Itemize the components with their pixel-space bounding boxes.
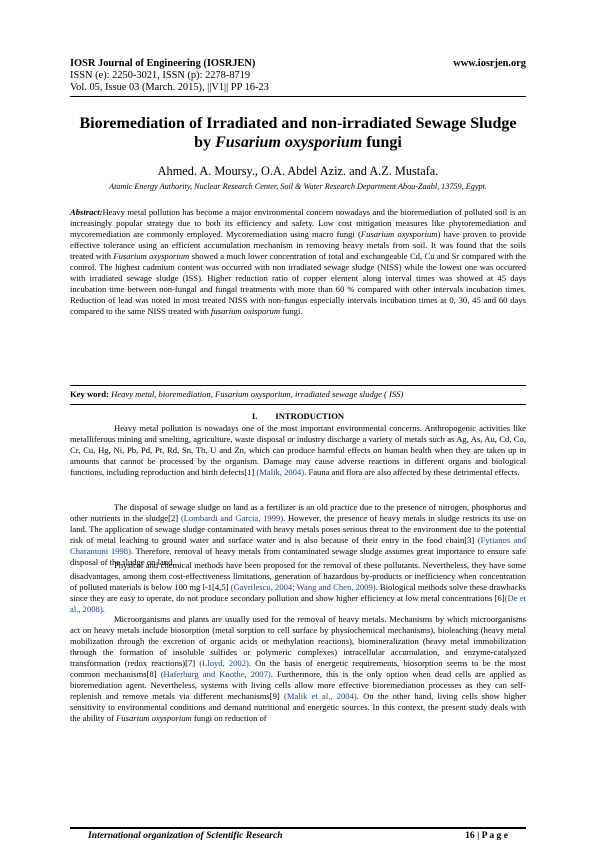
citation-link[interactable]: (Gavrilescu, 2004; Wang and Chen, 2009)	[230, 582, 376, 593]
footer-org: International organization of Scientific…	[88, 830, 283, 841]
abstract-label: Abstract:	[70, 207, 103, 217]
title-line-1: Bioremediation of Irradiated and non-irr…	[79, 115, 517, 132]
authors: Ahmed. A. Moursy., O.A. Abdel Aziz. and …	[157, 164, 439, 178]
p2-text-b: . However, the presence of heavy metals …	[70, 513, 526, 546]
keywords: Key word: Heavy metal, bioremediation, F…	[70, 389, 526, 400]
p1-text-b: . Fauna and flora are also affected by t…	[304, 467, 520, 478]
citation-link[interactable]: (Malik et al., 2004)	[284, 691, 357, 702]
header-divider	[70, 96, 526, 97]
page-footer: International organization of Scientific…	[88, 830, 508, 841]
p1-text-a: Heavy metal pollution is nowadays one of…	[70, 423, 526, 478]
p4-text-d: . On the other hand, living cells show h…	[70, 691, 526, 724]
abstract-text-1: Heavy metal pollution has become a major…	[70, 207, 526, 240]
p3-text-c: .	[102, 604, 105, 615]
abstract-text-3: showed a much lower concentration of tot…	[70, 251, 527, 317]
p3-text-b: . Biological methods solve these drawbac…	[70, 582, 526, 604]
intro-paragraph-3: Physical and chemical methods have been …	[70, 560, 526, 615]
title-species: Fusarium oxysporium	[215, 134, 363, 151]
keywords-value: Heavy metal, bioremediation, Fusarium ox…	[111, 389, 404, 399]
section-heading: I. INTRODUCTION	[70, 411, 526, 422]
citation-link[interactable]: (De et al., 2008)	[70, 593, 526, 615]
title-line-2: by Fusarium oxysporium fungi	[70, 133, 526, 152]
p4-text-e: fungi on reduction of	[191, 713, 267, 724]
affiliation: Atomic Energy Authority, Nuclear Researc…	[109, 182, 487, 191]
citation-link[interactable]: (Malik, 2004)	[256, 467, 305, 478]
paper-title: Bioremediation of Irradiated and non-irr…	[70, 114, 526, 152]
p4-text-a: Microorganisms and plants are usually us…	[70, 614, 526, 669]
issn-line: ISSN (e): 2250-3021, ISSN (p): 2278-8719	[70, 70, 251, 81]
p4-species: Fusarium oxysporium	[116, 713, 192, 724]
abstract-text-4: fungi.	[280, 306, 303, 317]
abstract-text-2: ) have proven to provide effective toler…	[70, 229, 527, 262]
journal-name: IOSR Journal of Engineering (IOSRJEN)	[70, 58, 256, 69]
abstract-divider	[70, 385, 526, 386]
p2-text-c: . Therefore, removal of heavy metals fro…	[70, 546, 526, 568]
citation-link[interactable]: (Lloyd, 2002)	[199, 658, 249, 669]
abstract-species-2: Fusarium oxysporium	[113, 251, 190, 262]
p3-text-a: Physical and chemical methods have been …	[70, 560, 526, 593]
intro-paragraph-4: Microorganisms and plants are usually us…	[70, 614, 526, 724]
section-title: INTRODUCTION	[275, 411, 345, 421]
abstract-species-3: fusarium oxisporum	[211, 306, 281, 317]
footer-divider	[70, 827, 526, 829]
p4-text-b: . On the basis of energetic requirements…	[70, 658, 526, 680]
section-number: I.	[251, 411, 258, 421]
journal-website[interactable]: www.iosrjen.org	[453, 58, 526, 69]
paper-page: IOSR Journal of Engineering (IOSRJEN) ww…	[70, 0, 526, 842]
citation-link[interactable]: (Lombardi and Garcia, 1999)	[180, 513, 284, 524]
title-suffix: fungi	[362, 134, 402, 151]
p4-text-c: . Furthermore, this is the only option w…	[70, 669, 527, 702]
keywords-divider	[70, 404, 526, 405]
intro-paragraph-1: Heavy metal pollution is nowadays one of…	[70, 423, 526, 478]
abstract: Abstract:Heavy metal pollution has becom…	[70, 207, 526, 317]
citation-link[interactable]: (Fytianos and Charantoni 1998)	[70, 535, 526, 557]
p2-text-a: The disposal of sewage sludge on land as…	[70, 502, 526, 524]
keywords-label: Key word:	[70, 389, 112, 399]
title-prefix: by	[194, 134, 216, 151]
intro-paragraph-2: The disposal of sewage sludge on land as…	[70, 502, 526, 568]
volume-line: Vol. 05, Issue 03 (March. 2015), ||V1|| …	[70, 82, 269, 93]
page-number: 16 | P a g e	[465, 830, 508, 841]
journal-header: IOSR Journal of Engineering (IOSRJEN) ww…	[70, 58, 526, 94]
abstract-species-1: Fusarium oxysporium	[360, 229, 438, 240]
citation-link[interactable]: (Haferburg and Knothe, 2007)	[160, 669, 271, 680]
